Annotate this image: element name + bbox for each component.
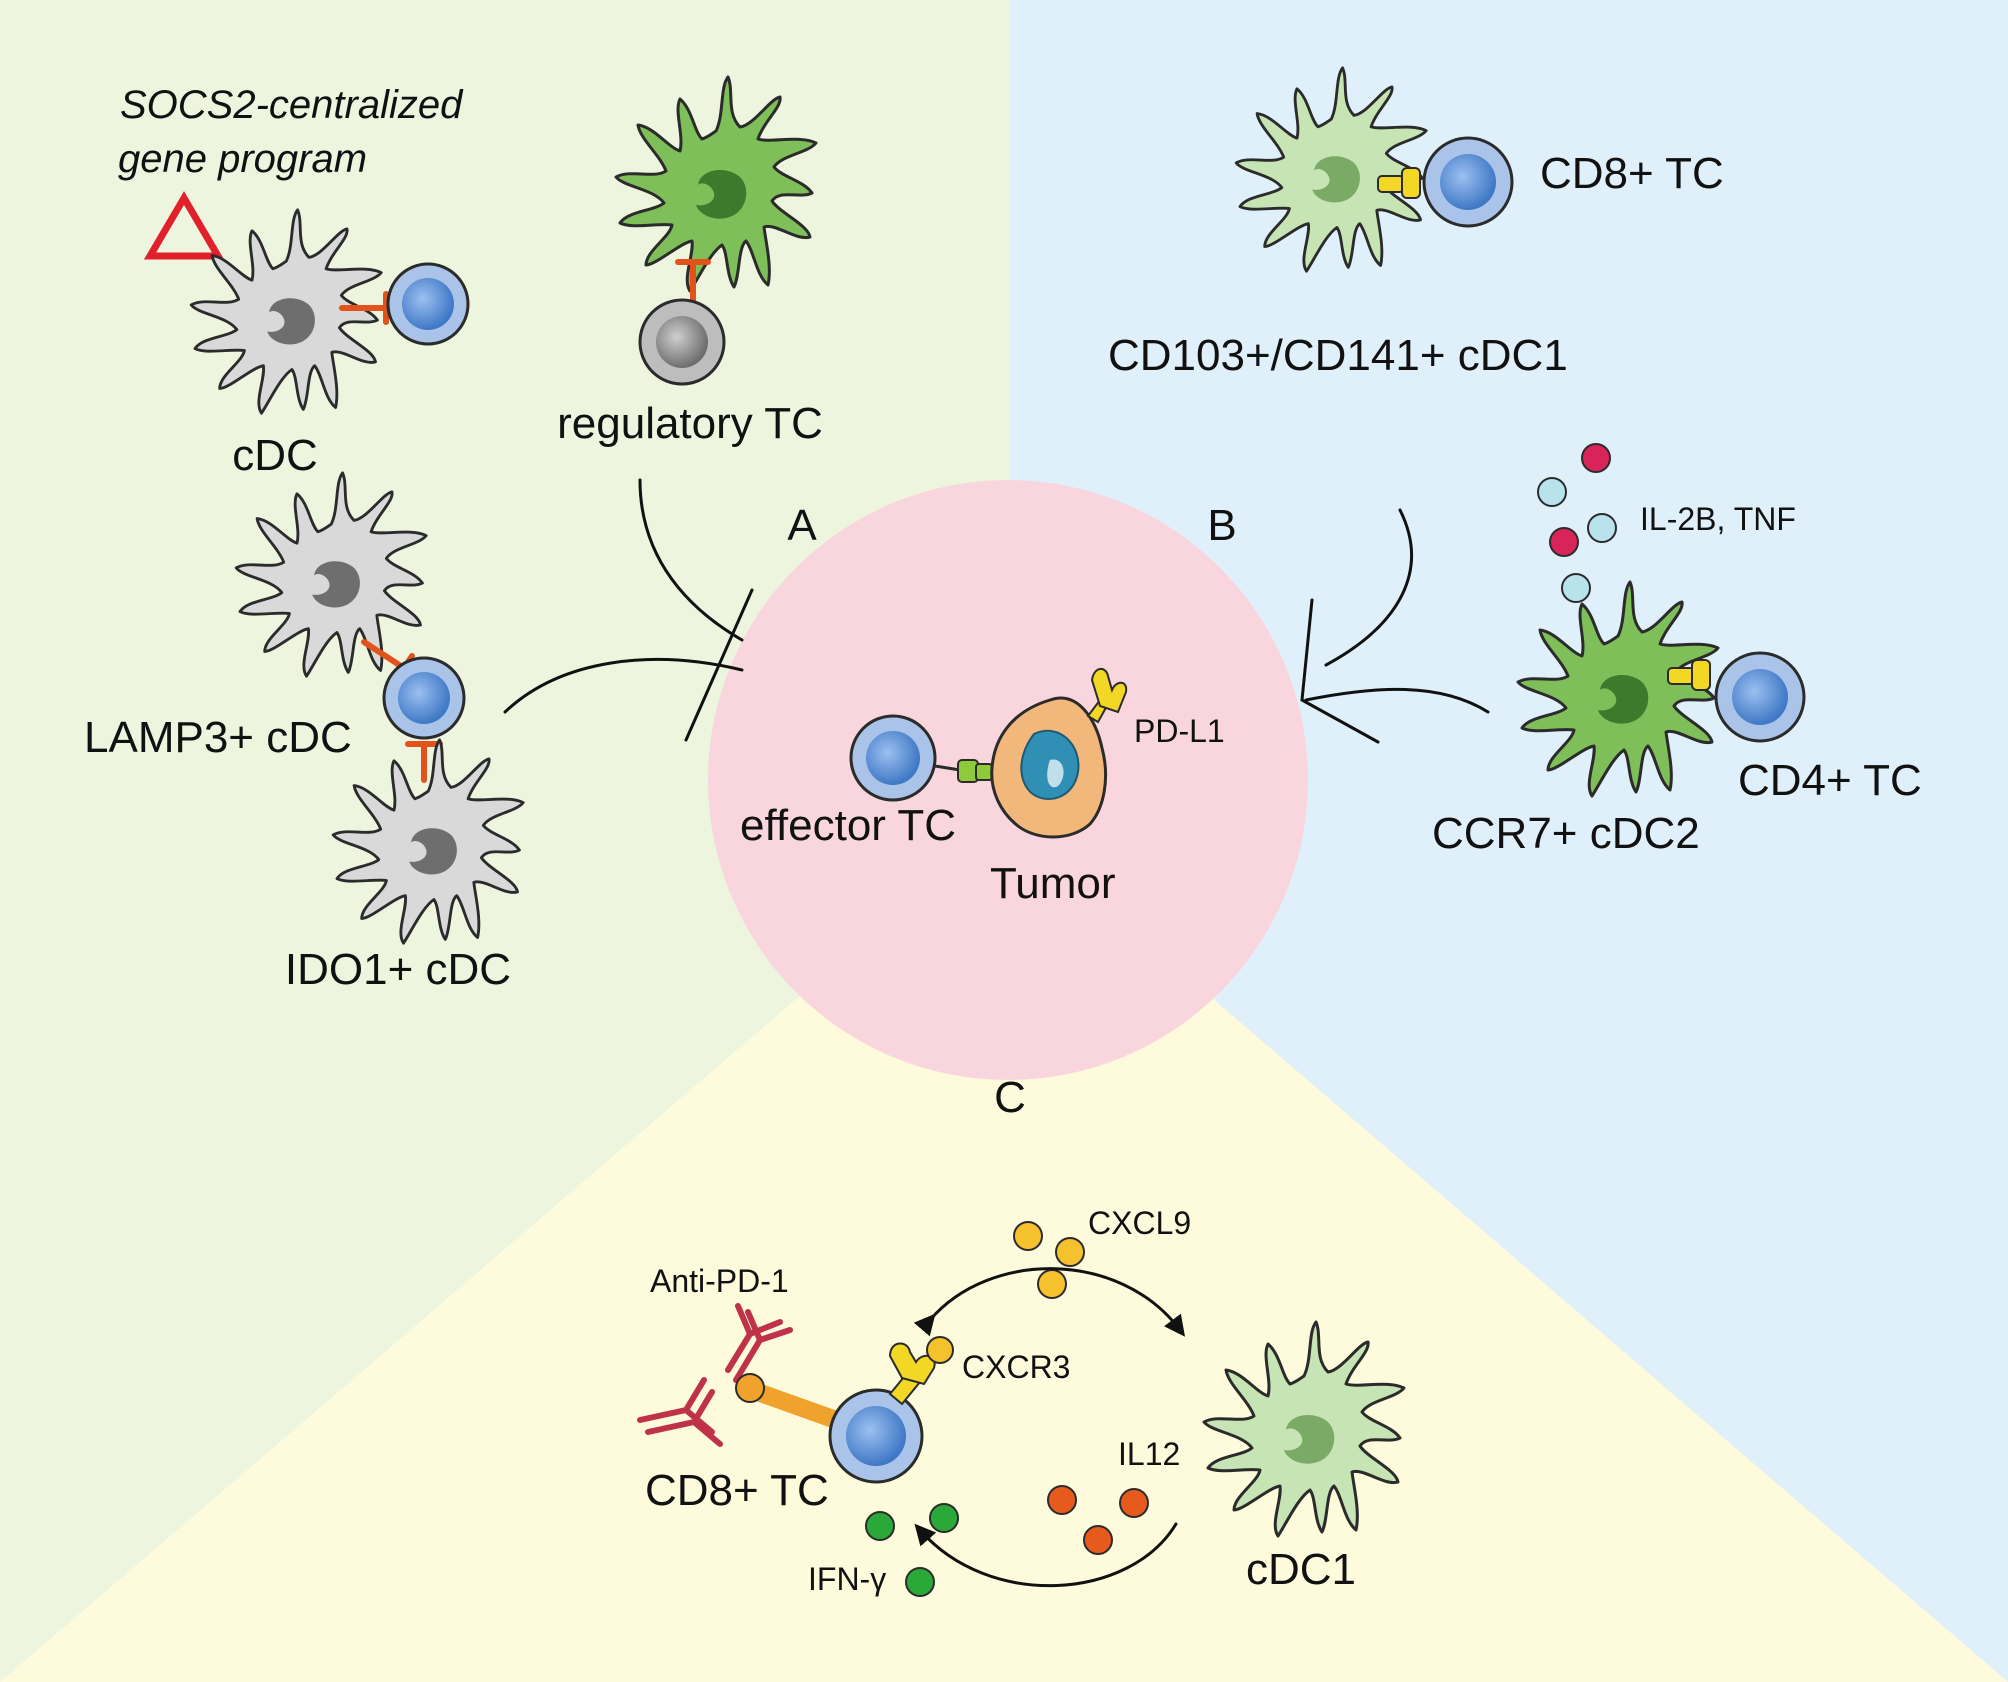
cdc-label: cDC: [232, 431, 318, 480]
cd103-cdc1-label: CD103+/CD141+ cDC1: [1108, 331, 1568, 380]
ifn-gamma-dots: [865, 1503, 959, 1597]
panel-a-letter: A: [787, 501, 817, 550]
regulatory-tc-label: regulatory TC: [557, 399, 823, 448]
orange-pd1-stalk: [743, 1381, 845, 1429]
cdc-target-t-cell-icon: [386, 262, 470, 346]
panel-a-inhibition-bar: [684, 588, 754, 742]
tumor-label: Tumor: [990, 859, 1116, 908]
cdc1-cd8-receptor-icon: [1377, 167, 1421, 199]
socs2-label-line1: SOCS2-centralized: [120, 83, 464, 127]
effector-tumor-link: [934, 764, 961, 772]
ifn-gamma-label: IFN-γ: [808, 1561, 886, 1597]
panel-c-background: [0, 820, 2008, 1682]
cd8-t-cell-icon-c: [828, 1388, 924, 1484]
cd4-tc-label: CD4+ TC: [1738, 756, 1922, 805]
lamp3-inhibition-line: [361, 639, 407, 671]
effector-tc-label: effector TC: [740, 801, 956, 850]
cxcr3-receptor-icon: [888, 1336, 954, 1406]
lamp3-cdc-label: LAMP3+ cDC: [84, 713, 352, 762]
cytokines-label: IL-2B, TNF: [1640, 501, 1796, 537]
panel-a-arc-bottom: [503, 658, 744, 714]
ccr7-cdc2-label: CCR7+ cDC2: [1432, 809, 1700, 858]
cd8-tc-label-b: CD8+ TC: [1540, 149, 1724, 198]
pd-l1-receptor-icon: [1086, 668, 1128, 724]
panel-b-arrowhead: [1300, 598, 1380, 744]
ifn-cycle-arrow: [914, 1522, 1178, 1588]
ido1-cdc-label: IDO1+ cDC: [285, 945, 511, 994]
center-receptor-pair-icon: [957, 759, 993, 783]
effector-t-cell-icon: [849, 714, 937, 802]
cd4-t-cell-icon: [1714, 651, 1806, 743]
pd-l1-label: PD-L1: [1134, 713, 1225, 749]
cd8-tc-label-c: CD8+ TC: [645, 1466, 829, 1515]
cxcl9-label: CXCL9: [1088, 1205, 1191, 1241]
cytokine-dots: [1537, 443, 1617, 603]
panel-c-letter: C: [994, 1073, 1026, 1122]
regulatory-t-cell-icon: [638, 298, 726, 386]
cxcl9-dots: [1013, 1221, 1085, 1299]
antibody-icon-upper: [725, 1303, 793, 1383]
middle-t-cell-icon: [382, 656, 466, 740]
cdc1-label-c: cDC1: [1246, 1545, 1356, 1594]
panel-b-arc-bottom: [1304, 687, 1490, 714]
panel-a-arc-top: [638, 478, 744, 642]
cxcr3-label: CXCR3: [962, 1349, 1070, 1385]
il12-dots: [1047, 1485, 1149, 1555]
anti-pd1-label: Anti-PD-1: [650, 1263, 789, 1299]
antibody-icon-lower: [637, 1377, 723, 1447]
panel-b-arc-top: [1324, 508, 1414, 667]
panel-b-letter: B: [1207, 501, 1236, 550]
pd1-receptor-head: [735, 1373, 765, 1403]
il12-label: IL12: [1118, 1436, 1180, 1472]
cd8-t-cell-icon-b: [1422, 136, 1514, 228]
triangle-icon: [143, 191, 225, 260]
cdc2-cd4-receptor-icon: [1667, 659, 1711, 691]
cxcl9-cycle-arrow: [913, 1267, 1186, 1337]
socs2-label-line2: gene program: [118, 137, 367, 181]
tumor-cell-icon: [990, 696, 1108, 839]
panel-b-background: [1010, 0, 2008, 1682]
